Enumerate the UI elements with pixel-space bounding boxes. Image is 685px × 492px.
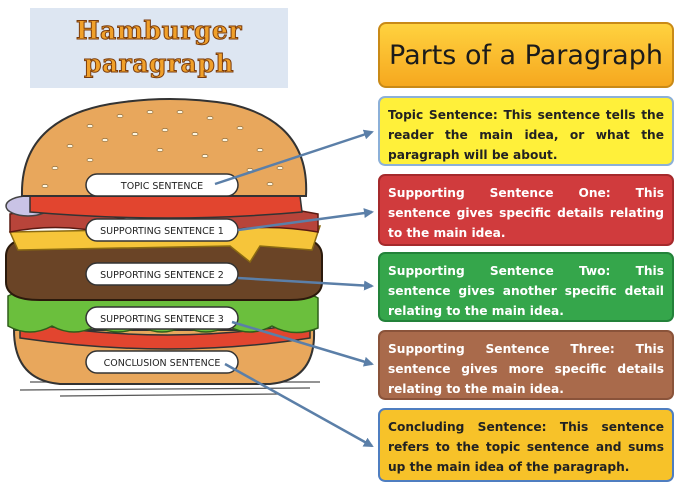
card-supporting-sentence-two: Supporting Sentence Two: This sentence g… — [378, 252, 674, 322]
card-supporting-sentence-three: Supporting Sentence Three: This sentence… — [378, 330, 674, 400]
label-supporting-2: SUPPORTING SENTENCE 2 — [85, 262, 239, 286]
label-supporting-1-text: SUPPORTING SENTENCE 1 — [100, 226, 224, 237]
label-conclusion-text: CONCLUSION SENTENCE — [104, 358, 221, 369]
card-topic-sentence: Topic Sentence: This sentence tells the … — [378, 96, 674, 166]
label-topic-text: TOPIC SENTENCE — [120, 181, 203, 192]
title-line-2: paragraph — [83, 49, 235, 79]
card-concluding-sentence: Concluding Sentence: This sentence refer… — [378, 408, 674, 482]
label-supporting-1: SUPPORTING SENTENCE 1 — [85, 218, 239, 242]
title-line-1: Hamburger — [75, 16, 243, 46]
label-supporting-3-text: SUPPORTING SENTENCE 3 — [100, 314, 224, 325]
hamburger-illustration: TOPIC SENTENCE SUPPORTING SENTENCE 1 SUP… — [5, 98, 323, 397]
label-supporting-2-text: SUPPORTING SENTENCE 2 — [100, 270, 224, 281]
label-topic: TOPIC SENTENCE — [85, 173, 239, 197]
label-conclusion: CONCLUSION SENTENCE — [85, 350, 239, 374]
title-box: Hamburger paragraph — [30, 8, 288, 88]
parts-header: Parts of a Paragraph — [378, 22, 674, 88]
parts-header-title: Parts of a Paragraph — [389, 39, 663, 71]
label-supporting-3: SUPPORTING SENTENCE 3 — [85, 306, 239, 330]
card-supporting-sentence-one: Supporting Sentence One: This sentence g… — [378, 174, 674, 246]
